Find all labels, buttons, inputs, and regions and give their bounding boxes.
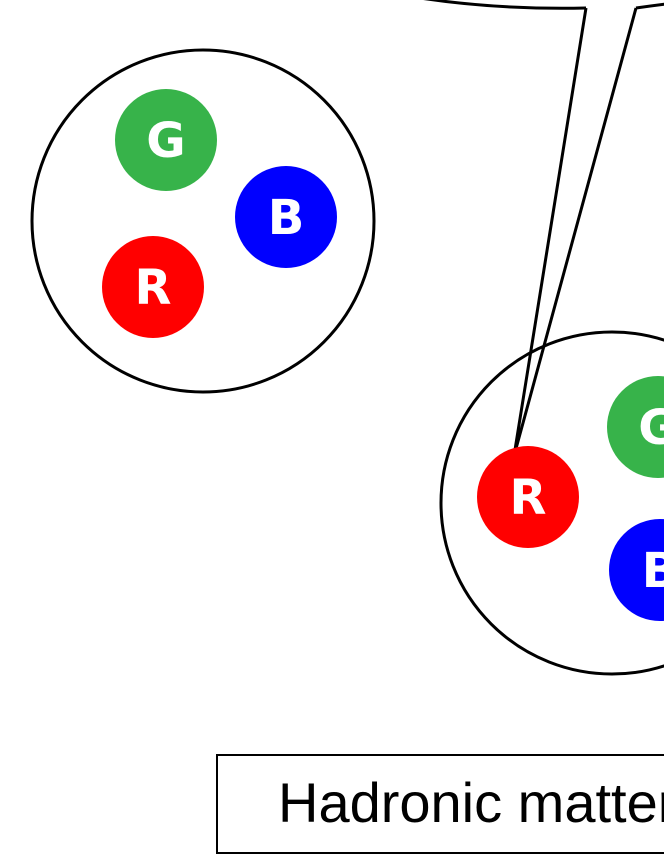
hadron-right: R G B (439, 330, 664, 676)
hadron-left: G B R (30, 48, 376, 394)
callout-bubble-edge-right (635, 2, 664, 10)
caption-label: Hadronic matter (278, 771, 664, 834)
callout-tail (512, 7, 638, 457)
quark-letter-g-right: G (638, 400, 664, 456)
quark-green-right: G (607, 376, 664, 478)
quark-letter-b-right: B (642, 543, 664, 599)
hadron-right-boundary (439, 330, 664, 676)
quark-red-right: R (477, 446, 579, 548)
quark-blue-left: B (235, 166, 337, 268)
hadron-left-boundary (30, 48, 376, 394)
quark-letter-g-left: G (146, 113, 185, 169)
quark-letter-r-right: R (510, 470, 547, 526)
caption-frame (216, 754, 664, 854)
quark-blue-right: B (609, 519, 664, 621)
callout-bubble-edge (423, 0, 587, 10)
quark-letter-r-left: R (135, 260, 172, 316)
quark-green-left: G (115, 89, 217, 191)
caption-box: Hadronic matter (216, 754, 664, 854)
quark-red-left: R (102, 236, 204, 338)
quark-letter-b-left: B (268, 190, 305, 246)
